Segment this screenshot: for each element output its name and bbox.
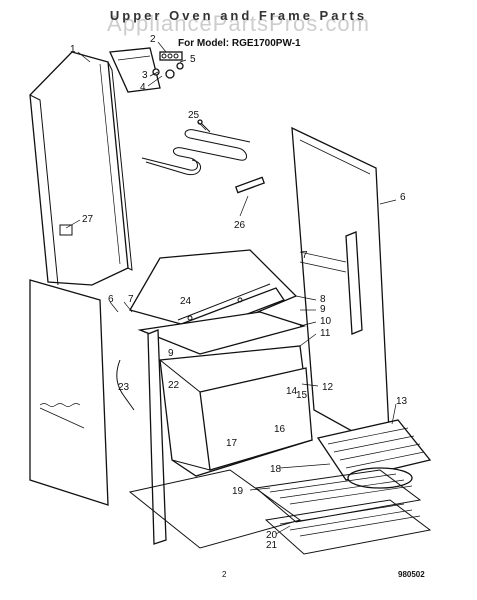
broil-element: [141, 119, 266, 194]
callout: 7: [302, 250, 308, 261]
callout: 4: [140, 82, 146, 93]
callout: 20: [266, 530, 278, 541]
callout: 17: [226, 438, 238, 449]
callout: 26: [234, 220, 246, 231]
callout: 23: [118, 382, 130, 393]
callout: 27: [82, 214, 94, 225]
callout: 6: [108, 294, 114, 305]
hardware-cluster: [152, 51, 184, 79]
callout: 7: [128, 294, 134, 305]
callout: 12: [322, 382, 334, 393]
diagram-title: Upper Oven and Frame Parts: [109, 8, 368, 23]
model-subtitle: For Model: RGE1700PW-1: [178, 38, 301, 49]
callout: 22: [168, 380, 180, 391]
callout: 21: [266, 540, 278, 551]
broiler-pan: [316, 419, 432, 489]
upper-back-panel: [109, 47, 161, 93]
callout: 18: [270, 464, 282, 475]
document-number: 980502: [398, 570, 425, 579]
callout-labels: 1 2 3 4 5 6 6 7 7 8 9 9 10 11 12 13 14 1…: [70, 34, 408, 551]
callout: 2: [150, 34, 156, 45]
callout: 1: [70, 44, 76, 55]
right-rail: [299, 231, 363, 335]
oven-baffle: [137, 311, 307, 355]
page-number: 2: [222, 570, 227, 579]
callout: 5: [190, 54, 196, 65]
callout: 10: [320, 316, 332, 327]
callout: 3: [142, 70, 148, 81]
callout: 9: [320, 304, 326, 315]
callout: 15: [296, 390, 308, 401]
callout: 25: [188, 110, 200, 121]
callout: 14: [286, 386, 298, 397]
oven-cavity: [159, 345, 313, 477]
callout: 19: [232, 486, 244, 497]
watermark: AppliancePartsPros.com: [107, 11, 370, 36]
leader-lines: [65, 41, 397, 535]
left-side-panel: [29, 51, 133, 286]
lower-left-side-panel: [29, 279, 109, 506]
callout: 16: [274, 424, 286, 435]
callout: 11: [320, 328, 331, 339]
callout: 8: [320, 294, 326, 305]
callout: 13: [396, 396, 408, 407]
callout: 24: [180, 296, 192, 307]
callout: 6: [400, 192, 406, 203]
oven-racks: [254, 469, 432, 555]
callout: 9: [168, 348, 174, 359]
left-door-rail: [116, 329, 167, 545]
oven-bottom-panel: [128, 469, 302, 549]
